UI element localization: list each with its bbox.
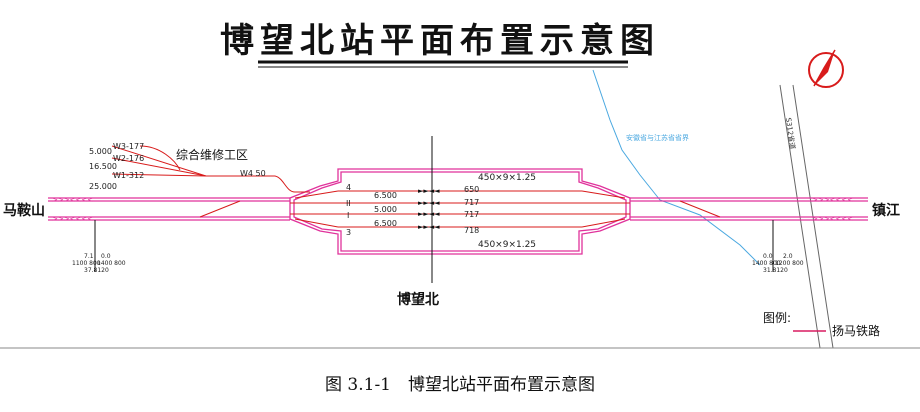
maintenance-value: 25.000 [89, 182, 117, 191]
legend-label: 图例: [763, 311, 791, 325]
platform-bottom-size: 450×9×1.25 [478, 240, 536, 250]
svg-text:0.0: 0.0 [763, 253, 773, 260]
svg-text:►►◄◄: ►►◄◄ [418, 187, 440, 195]
left-chainage-marker: 7.1 0.0 1100 800 1400 800 37.8120 [72, 253, 126, 274]
north-arrow-icon [808, 49, 844, 88]
svg-text:7.1: 7.1 [84, 253, 94, 260]
switch-label: W1-312 [113, 171, 144, 180]
track-number-I: I [347, 211, 349, 220]
switch-label: W3-177 [113, 142, 144, 151]
track-number-3: 3 [346, 228, 351, 237]
svg-text:1400 800: 1400 800 [752, 260, 781, 267]
maintenance-area-label: 综合维修工区 [176, 147, 248, 162]
svg-text:>>><<<<: >>><<<< [812, 196, 853, 204]
platform-top-size: 450×9×1.25 [478, 173, 536, 183]
spacing-value: 5.000 [374, 205, 397, 214]
svg-text:►►◄◄: ►►◄◄ [418, 199, 440, 207]
road-label: S312省道 [784, 117, 797, 150]
svg-text:>>><<<<: >>><<<< [812, 215, 853, 223]
svg-text:>>><<<<: >>><<<< [52, 215, 93, 223]
svg-text:31.8120: 31.8120 [763, 267, 788, 274]
track-length: 717 [464, 198, 479, 207]
svg-text:1400 800: 1400 800 [97, 260, 126, 267]
station-left-name: 马鞍山 [3, 202, 45, 219]
road-s312 [779, 84, 834, 349]
switch-label: W2-176 [113, 154, 144, 163]
platform-outline [289, 168, 631, 255]
main-line-tracks [48, 197, 868, 221]
svg-text:>>><<<<: >>><<<< [52, 196, 93, 204]
track-length: 717 [464, 210, 479, 219]
track-number-II: II [346, 199, 351, 208]
svg-text:0.0: 0.0 [101, 253, 111, 260]
figure-caption: 图 3.1-1 博望北站平面布置示意图 [325, 375, 595, 395]
right-chainage-marker: 0.0 2.0 1400 800 1200 800 31.8120 [752, 253, 804, 274]
spacing-value: 6.500 [374, 219, 397, 228]
maintenance-tracks [111, 145, 310, 193]
svg-text:37.8120: 37.8120 [84, 267, 109, 274]
track-length: 650 [464, 185, 479, 194]
station-right-name: 镇江 [872, 202, 900, 219]
svg-text:►►◄◄: ►►◄◄ [418, 210, 440, 218]
boundary-label: 安徽省与江苏省省界 [626, 133, 689, 142]
maintenance-value: 16.500 [89, 162, 117, 171]
station-tracks [199, 190, 721, 228]
switch-label: W4 50 [240, 169, 266, 178]
spacing-value: 6.500 [374, 191, 397, 200]
svg-text:1100 800: 1100 800 [72, 260, 101, 267]
svg-text:►►◄◄: ►►◄◄ [418, 223, 440, 231]
svg-text:1200 800: 1200 800 [775, 260, 804, 267]
legend-item-label: 扬马铁路 [832, 323, 880, 338]
diagram-title: 博望北站平面布置示意图 [220, 21, 660, 61]
maintenance-value: 5.000 [89, 147, 112, 156]
direction-marks: >>><<<< >>><<<< >>><<<< >>><<<< [52, 196, 853, 223]
provincial-boundary [592, 69, 761, 266]
station-center-name: 博望北 [397, 291, 439, 308]
track-length: 718 [464, 226, 479, 235]
track-arrows: ►►◄◄ ►►◄◄ ►►◄◄ ►►◄◄ [418, 187, 440, 231]
svg-text:2.0: 2.0 [783, 253, 793, 260]
track-number-4: 4 [346, 183, 351, 192]
